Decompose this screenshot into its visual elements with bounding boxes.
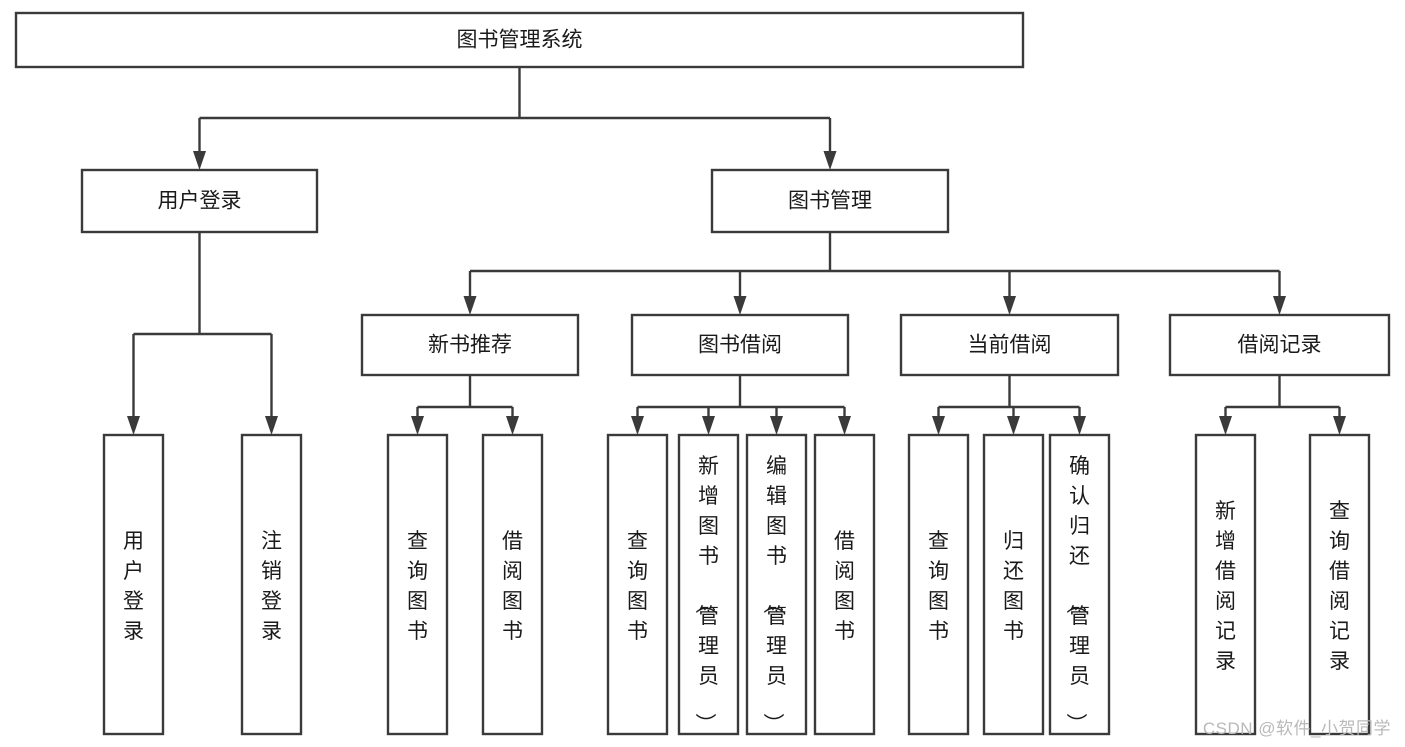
node-leaf-user-login[interactable]: 用户登录 [102, 433, 165, 736]
connector-group-root [193, 67, 837, 170]
arrow-head-icon [1003, 296, 1016, 315]
connector-group-user-login [127, 232, 278, 435]
node-box[interactable] [907, 433, 970, 736]
node-label: 查询借阅记录 [1329, 500, 1350, 673]
arrow-head-icon [770, 416, 783, 435]
node-box[interactable] [1168, 313, 1391, 377]
node-label: 归还图书 [1003, 530, 1024, 643]
node-leaf-query-record[interactable]: 查询借阅记录 [1308, 433, 1371, 736]
node-book-management[interactable]: 图书管理 [710, 168, 950, 234]
node-label: 借阅记录 [1238, 334, 1322, 357]
node-leaf-logout[interactable]: 注销登录 [240, 433, 303, 736]
node-box[interactable] [745, 433, 808, 736]
arrow-head-icon [631, 416, 644, 435]
arrow-head-icon [265, 416, 278, 435]
node-box[interactable] [1194, 433, 1257, 736]
node-box[interactable] [1048, 433, 1111, 736]
arrow-head-icon [932, 416, 945, 435]
node-box[interactable] [360, 313, 580, 377]
arrow-head-icon [702, 416, 715, 435]
node-box[interactable] [1308, 433, 1371, 736]
node-box[interactable] [630, 313, 850, 377]
node-box[interactable] [481, 433, 544, 736]
arrow-head-icon [1007, 416, 1020, 435]
node-label: 新增借阅记录 [1215, 500, 1236, 673]
node-box[interactable] [80, 168, 319, 234]
connector-group-borrow-record [1219, 375, 1346, 435]
node-borrow-record[interactable]: 借阅记录 [1168, 313, 1391, 377]
node-layer: 图书管理系统用户登录图书管理新书推荐图书借阅当前借阅借阅记录用户登录注销登录查询… [14, 11, 1391, 736]
node-label: 用户登录 [158, 190, 242, 213]
node-new-book-recommend[interactable]: 新书推荐 [360, 313, 580, 377]
node-label: 查询图书 [928, 530, 949, 643]
arrow-head-icon [411, 416, 424, 435]
arrow-head-icon [1333, 416, 1346, 435]
node-box[interactable] [982, 433, 1045, 736]
node-leaf-add-record[interactable]: 新增借阅记录 [1194, 433, 1257, 736]
arrow-head-icon [1273, 296, 1286, 315]
node-label: 查询图书 [627, 530, 648, 643]
node-leaf-confirm-return[interactable]: 确认归还（管理员） [1048, 433, 1111, 736]
node-user-login[interactable]: 用户登录 [80, 168, 319, 234]
node-root[interactable]: 图书管理系统 [14, 11, 1025, 69]
connector-layer [127, 67, 1346, 435]
connector-group-book-management [463, 232, 1286, 315]
node-leaf-edit-book[interactable]: 编辑图书（管理员） [745, 433, 808, 736]
arrow-head-icon [463, 296, 477, 315]
node-label: 编辑图书（管理员） [761, 455, 787, 734]
node-label: 图书管理 [788, 190, 872, 213]
node-box[interactable] [677, 433, 740, 736]
node-box[interactable] [899, 313, 1120, 377]
node-label: 新增图书（管理员） [693, 455, 719, 734]
connector-group-book-borrow [631, 375, 851, 435]
node-label: 用户登录 [123, 530, 144, 643]
node-leaf-add-book[interactable]: 新增图书（管理员） [677, 433, 740, 736]
node-leaf-query-book-3[interactable]: 查询图书 [907, 433, 970, 736]
node-label: 图书借阅 [698, 334, 782, 357]
node-box[interactable] [606, 433, 669, 736]
node-box[interactable] [710, 168, 950, 234]
node-label: 注销登录 [261, 530, 282, 643]
node-label: 查询图书 [407, 530, 428, 643]
arrow-head-icon [1073, 416, 1086, 435]
node-leaf-return-book[interactable]: 归还图书 [982, 433, 1045, 736]
node-leaf-borrow-book-2[interactable]: 借阅图书 [813, 433, 876, 736]
node-current-borrow[interactable]: 当前借阅 [899, 313, 1120, 377]
node-box[interactable] [386, 433, 449, 736]
node-box[interactable] [102, 433, 165, 736]
node-leaf-query-book-1[interactable]: 查询图书 [386, 433, 449, 736]
arrow-head-icon [127, 416, 140, 435]
node-label: 借阅图书 [834, 530, 855, 643]
node-label: 新书推荐 [428, 334, 512, 357]
node-box[interactable] [240, 433, 303, 736]
connector-group-new-book-recommend [411, 375, 519, 435]
connector-group-current-borrow [932, 375, 1086, 435]
node-label: 当前借阅 [968, 334, 1052, 357]
arrow-head-icon [733, 296, 747, 315]
watermark-label: CSDN @软件_小贺同学 [1202, 719, 1391, 738]
arrow-head-icon [193, 151, 206, 170]
node-leaf-query-book-2[interactable]: 查询图书 [606, 433, 669, 736]
node-label: 图书管理系统 [457, 29, 583, 52]
arrow-head-icon [823, 151, 837, 170]
arrow-head-icon [838, 416, 851, 435]
node-box[interactable] [813, 433, 876, 736]
node-label: 确认归还（管理员） [1064, 455, 1090, 734]
node-box[interactable] [14, 11, 1025, 69]
node-book-borrow[interactable]: 图书借阅 [630, 313, 850, 377]
node-label: 借阅图书 [502, 530, 523, 643]
node-leaf-borrow-book-1[interactable]: 借阅图书 [481, 433, 544, 736]
arrow-head-icon [506, 416, 519, 435]
arrow-head-icon [1219, 416, 1232, 435]
